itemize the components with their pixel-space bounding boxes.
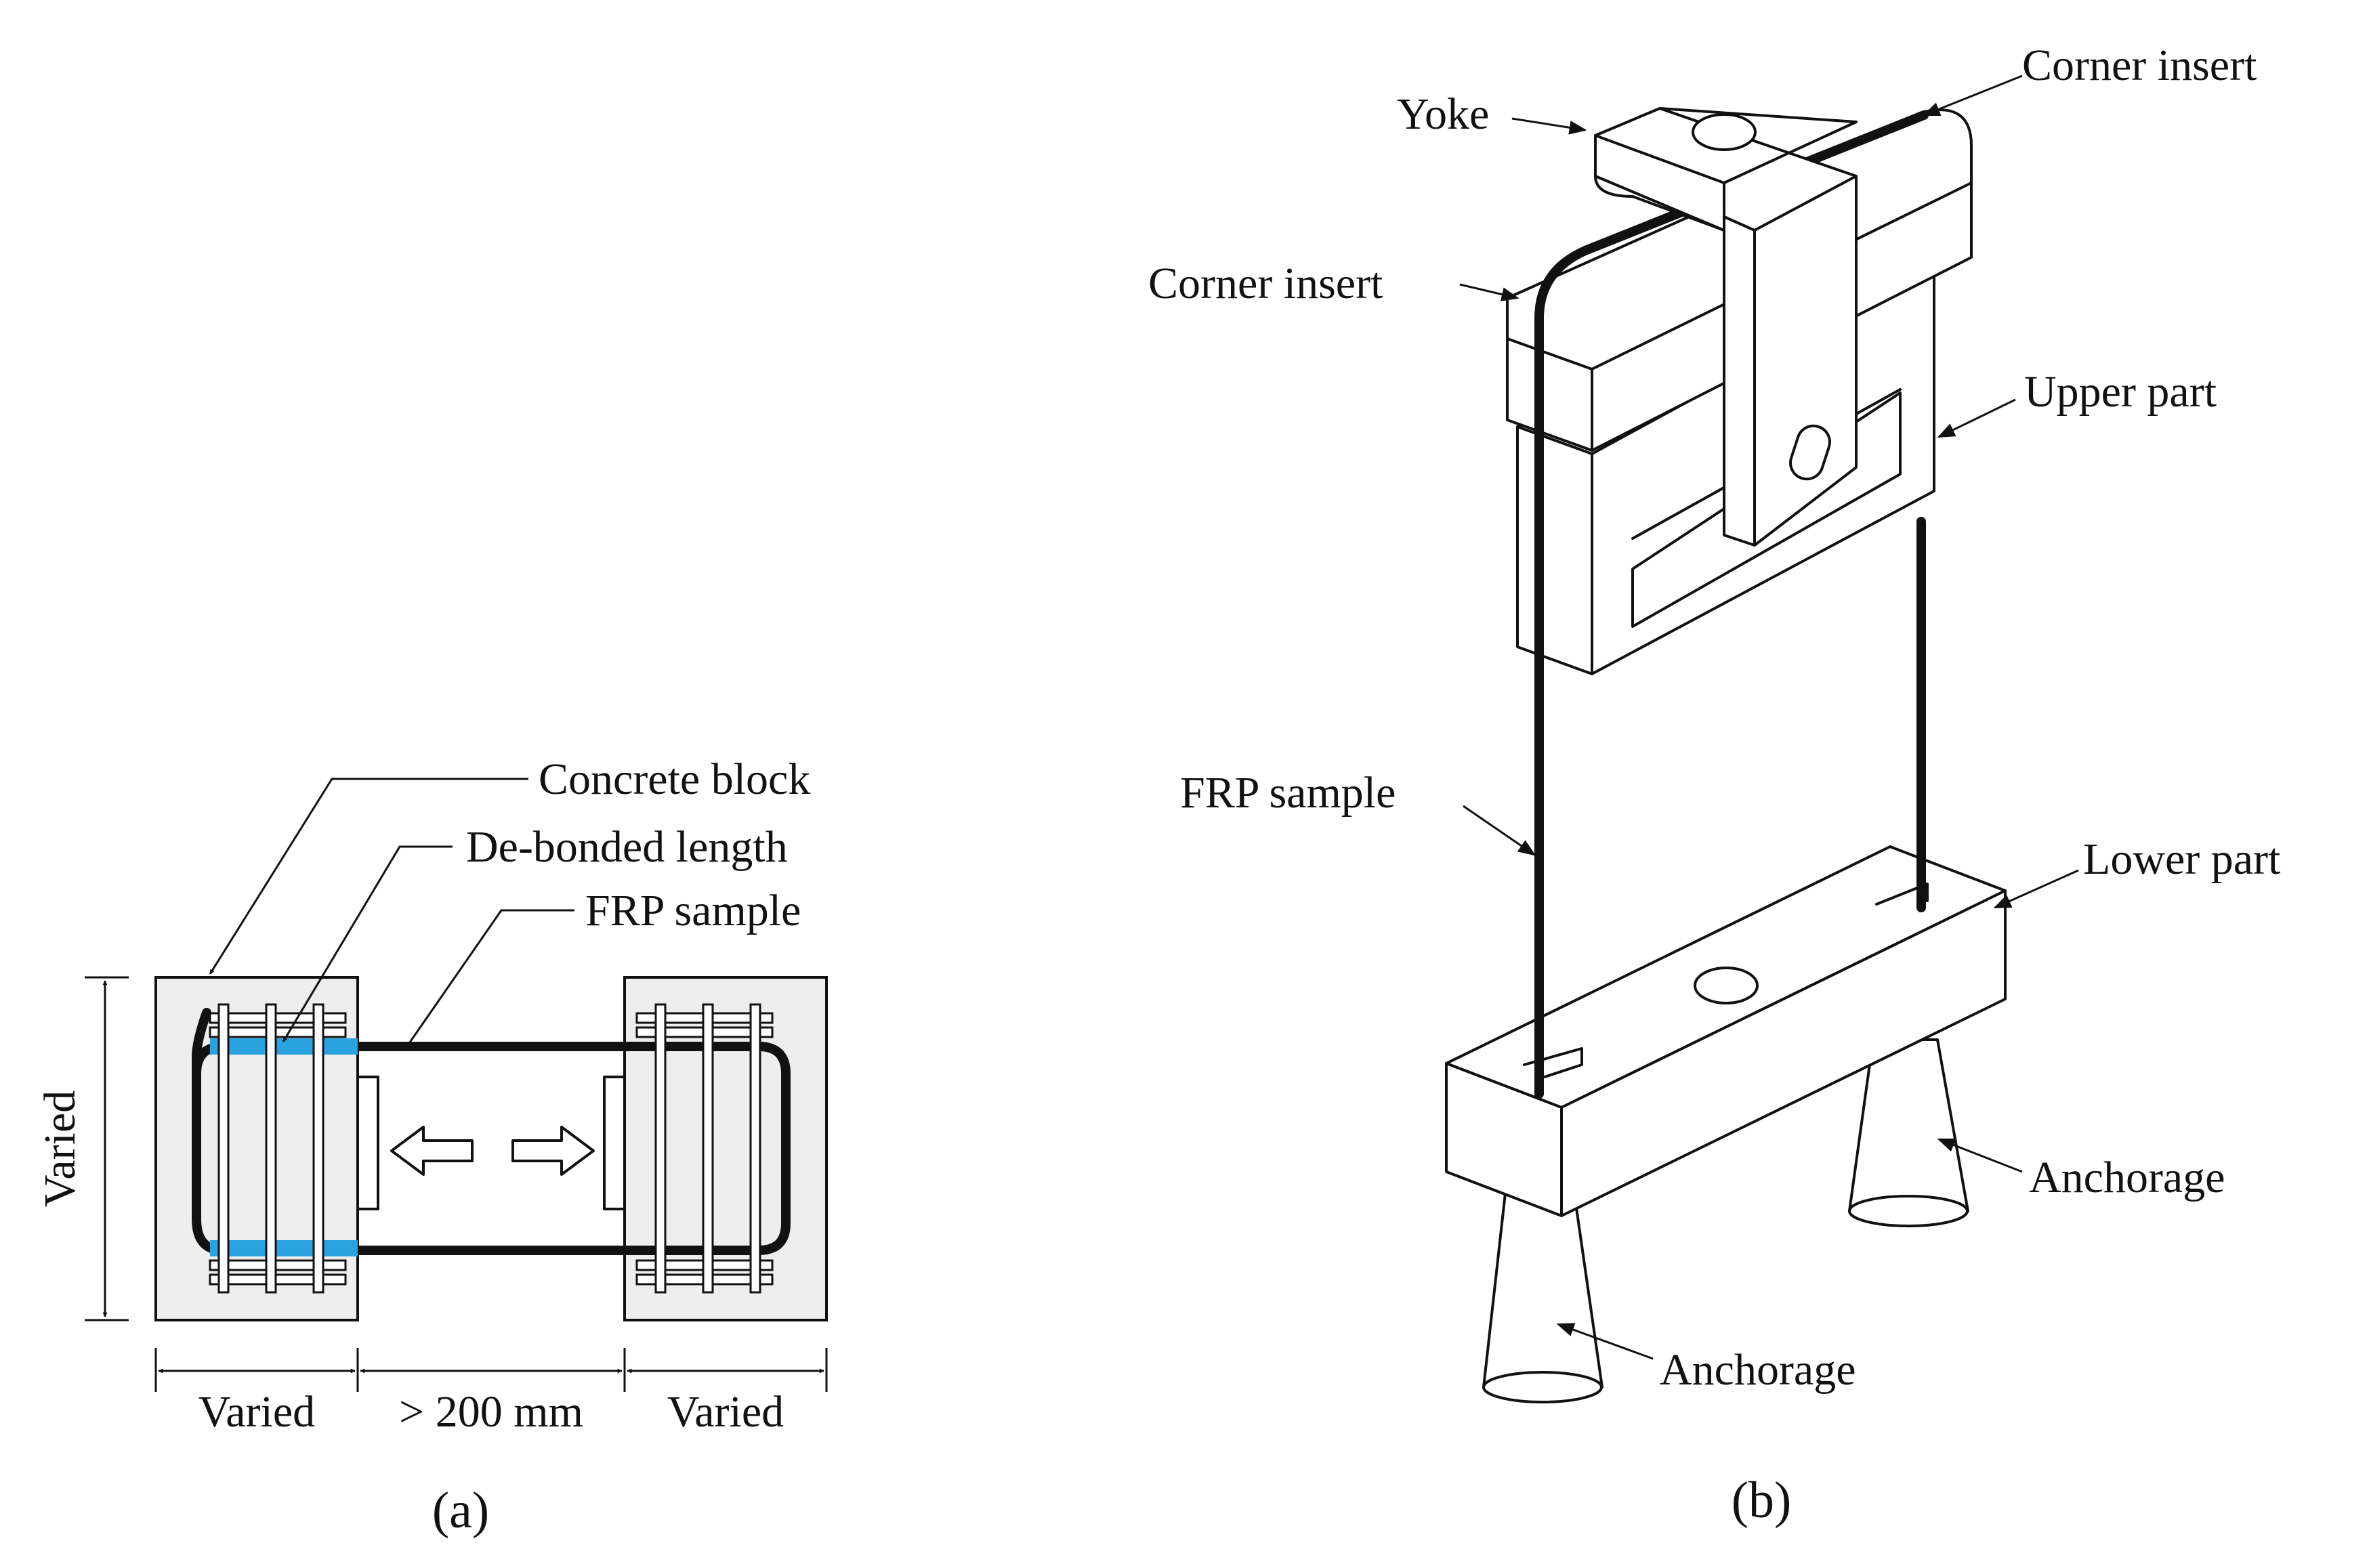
label-concrete-block: Concrete block [539,755,810,804]
label-anchorage-bottom: Anchorage [1660,1345,1856,1395]
yoke-top-hole [1692,113,1757,151]
yoke-slot [1789,424,1831,481]
label-corner-insert-left: Corner insert [1148,259,1383,308]
caption-a: (a) [432,1482,489,1539]
frp-sample-top-wrap [1534,110,1929,682]
label-frp-sample-b: FRP sample [1180,768,1396,818]
label-yoke: Yoke [1397,89,1489,139]
leader-anchorage-right [1937,1138,2023,1173]
leader-debonded-length [282,845,453,1042]
label-corner-insert-top: Corner insert [2022,41,2257,90]
label-height-varied: Varied [35,1090,85,1207]
leader-lower-part [1993,869,2079,909]
panel-b: Yoke Corner insert Corner insert Upper p… [1148,41,2280,1529]
grip-plate-right [603,1076,626,1210]
anchorage-right [1848,1038,1969,1227]
load-arrow-left-icon [390,1126,474,1176]
grip-plate-left [356,1076,379,1210]
label-lower-part: Lower part [2083,834,2280,884]
label-debonded-length: De-bonded length [466,822,788,872]
leader-corner-insert-left [1459,283,1519,301]
rebar-cage-left [209,1003,347,1294]
lower-part-hole [1694,967,1759,1004]
debonded-length-bottom [210,1240,358,1256]
panel-a: Concrete block De-bonded length FRP samp… [35,755,828,1539]
label-middle-length: > 200 mm [399,1387,583,1437]
leader-upper-part [1937,398,2016,438]
label-upper-part: Upper part [2024,367,2217,417]
lower-part [1445,845,2007,1217]
label-frp-sample: FRP sample [585,886,801,935]
load-arrow-right-icon [511,1126,595,1176]
label-anchorage-right: Anchorage [2029,1153,2225,1202]
label-right-width-varied: Varied [667,1387,784,1437]
caption-b: (b) [1732,1472,1792,1529]
leader-yoke [1511,117,1587,135]
rebar-cage-right [635,1003,774,1294]
leader-anchorage-bottom [1556,1323,1654,1360]
label-left-width-varied: Varied [198,1387,315,1437]
yoke [1594,107,1858,547]
leader-frp-sample-b [1463,805,1536,856]
leader-corner-insert-top [1922,75,2023,116]
leader-frp-sample [405,909,574,1048]
leader-concrete-block [209,778,528,975]
